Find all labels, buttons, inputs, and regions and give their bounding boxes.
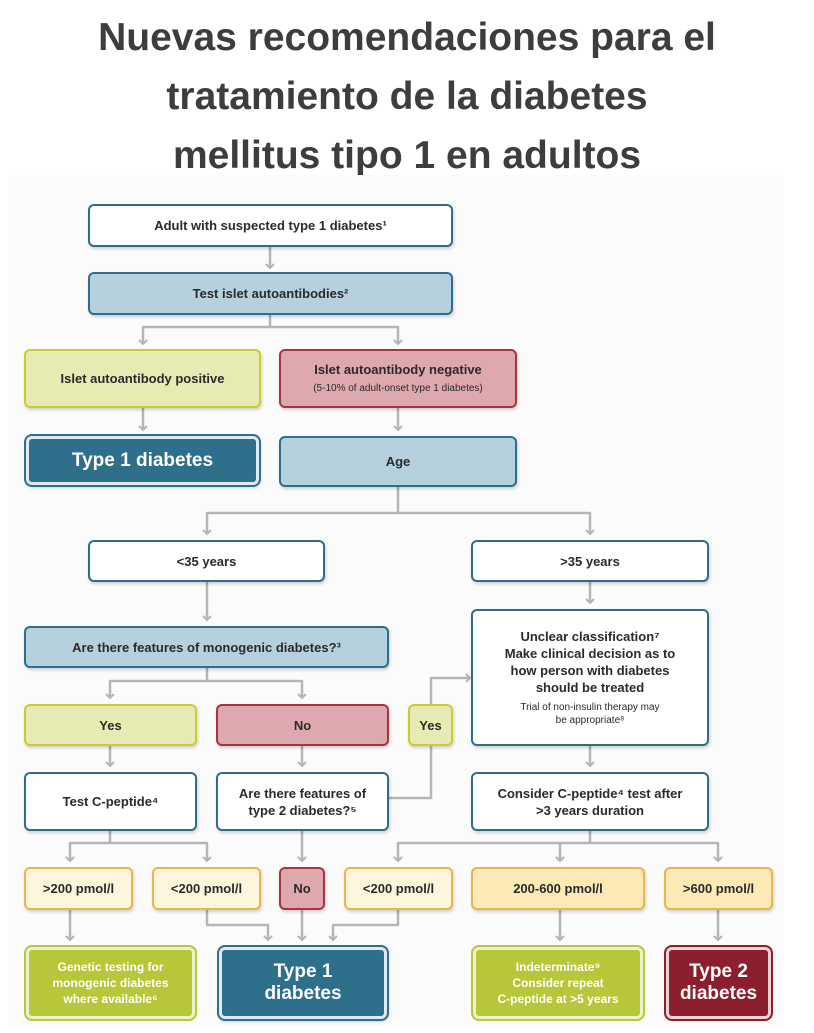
connector-test-split [138, 315, 272, 346]
yes-monogenic-box: Yes [24, 704, 197, 746]
over35-box: >35 years [471, 540, 709, 582]
title-line-1: Nuevas recomendaciones para el [98, 16, 716, 59]
no-monogenic-box: No [216, 704, 389, 746]
connector-monogenic-yes [105, 668, 209, 700]
title-line-2: tratamiento de la diabetes [166, 75, 648, 118]
connector-lt200b-type1 [328, 910, 400, 942]
unclear-classification-box: Unclear classification⁷ Make clinical de… [471, 609, 709, 746]
type2-diabetes-bottom-box: Type 2 diabetes [666, 947, 771, 1019]
gt600-box: >600 pmol/l [664, 867, 773, 910]
range200-600-box: 200-600 pmol/l [471, 867, 645, 910]
lt200-b-box: <200 pmol/l [344, 867, 453, 910]
connector-age-over35 [398, 511, 595, 536]
connector-monogenic-no [207, 679, 307, 700]
connector-test-negative [270, 325, 403, 346]
yes-type2-box: Yes [408, 704, 453, 746]
type1-diabetes-bottom-box: Type 1 diabetes [219, 947, 387, 1019]
type1-diabetes-top-box: Type 1 diabetes [26, 436, 259, 485]
autoantibody-positive-box: Islet autoantibody positive [24, 349, 261, 408]
genetic-testing-box: Genetic testing for monogenic diabetes w… [26, 947, 195, 1019]
connector-cpeptide-split [65, 831, 112, 863]
consider-cpeptide-box: Consider C-peptide⁴ test after >3 years … [471, 772, 709, 831]
under35-box: <35 years [88, 540, 325, 582]
connector-consider-split [393, 831, 592, 863]
title-line-3: mellitus tipo 1 en adultos [172, 134, 642, 177]
age-box: Age [279, 436, 517, 487]
monogenic-question-box: Are there features of monogenic diabetes… [24, 626, 389, 668]
connector-age-under35 [202, 487, 400, 536]
lt200-a-box: <200 pmol/l [152, 867, 261, 910]
test-cpeptide-box: Test C-peptide⁴ [24, 772, 197, 831]
connector-lt200a-type1 [205, 910, 273, 942]
no-type2-box: No [279, 867, 325, 910]
connector-cpeptide-lt200 [110, 841, 212, 863]
indeterminate-box: Indeterminate⁹ Consider repeat C-peptide… [473, 947, 643, 1019]
test-autoantibodies-box: Test islet autoantibodies² [88, 272, 453, 315]
connector-consider-gt600 [590, 841, 723, 863]
start-box: Adult with suspected type 1 diabetes¹ [88, 204, 453, 247]
gt200-box: >200 pmol/l [24, 867, 133, 910]
autoantibody-negative-box: Islet autoantibody negative (5-10% of ad… [279, 349, 517, 408]
page-title: Nuevas recomendaciones para el tratamien… [0, 8, 814, 185]
type2-question-box: Are there features of type 2 diabetes?⁵ [216, 772, 389, 831]
